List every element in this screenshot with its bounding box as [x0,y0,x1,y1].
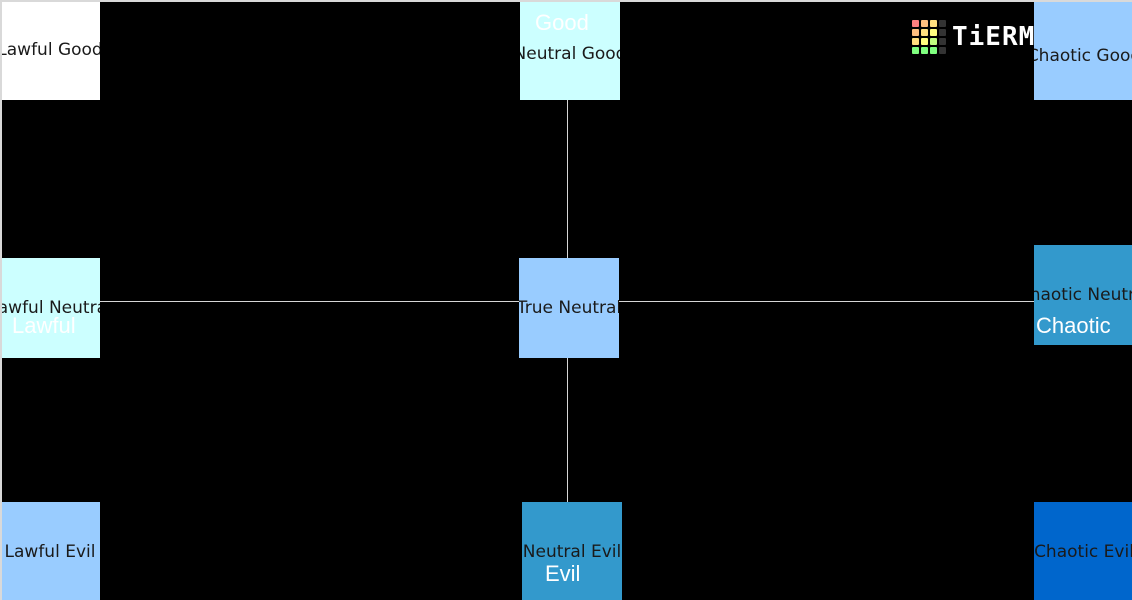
tier-box-label: Lawful Good [2,40,100,60]
logo-grid-cell [921,47,928,54]
tier-box-label: Chaotic Good [1034,46,1132,66]
logo-grid-cell [912,20,919,27]
tiermaker-logo[interactable]: TiERM [912,20,1035,54]
axis-label-chaotic: Chaotic [1036,313,1111,338]
tier-box-label: Chaotic Evil [1034,542,1132,562]
axis-label-lawful: Lawful [12,313,76,338]
logo-grid-cell [912,29,919,36]
logo-grid-cell [939,47,946,54]
tier-box-label: Neutral Good [520,44,620,64]
logo-grid-cell [939,20,946,27]
tier-box-neutral-good[interactable]: Neutral Good [520,2,620,100]
tier-box-lawful-neutral[interactable]: Lawful Neutral [2,258,100,358]
tier-box-label: Lawful Evil [4,542,96,562]
logo-grid-icon [912,20,946,54]
tier-box-chaotic-neutral[interactable]: Chaotic Neutral [1034,245,1132,345]
logo-grid-cell [921,20,928,27]
logo-grid-cell [921,38,928,45]
tier-box-label: Chaotic Neutral [1034,285,1132,305]
tier-box-true-neutral[interactable]: True Neutral [519,258,619,358]
logo-wordmark: TiERM [952,22,1036,52]
tier-box-label: Neutral Evil [522,542,622,562]
logo-grid-cell [912,47,919,54]
logo-grid-cell [930,20,937,27]
logo-grid-cell [930,47,937,54]
logo-grid-cell [930,38,937,45]
logo-grid-cell [939,29,946,36]
tier-box-chaotic-evil[interactable]: Chaotic Evil [1034,502,1132,600]
tier-box-label: Lawful Neutral [2,298,100,318]
tier-box-neutral-evil[interactable]: Neutral Evil [522,502,622,600]
logo-grid-cell [939,38,946,45]
tier-box-lawful-good[interactable]: Lawful Good [2,2,100,100]
axis-label-evil: Evil [545,561,581,586]
tier-box-lawful-evil[interactable]: Lawful Evil [2,502,100,600]
logo-grid-cell [912,38,919,45]
tier-box-label: True Neutral [519,298,619,318]
axis-label-good: Good [535,10,589,35]
logo-grid-cell [921,29,928,36]
logo-grid-cell [930,29,937,36]
tier-box-chaotic-good[interactable]: Chaotic Good [1034,2,1132,100]
